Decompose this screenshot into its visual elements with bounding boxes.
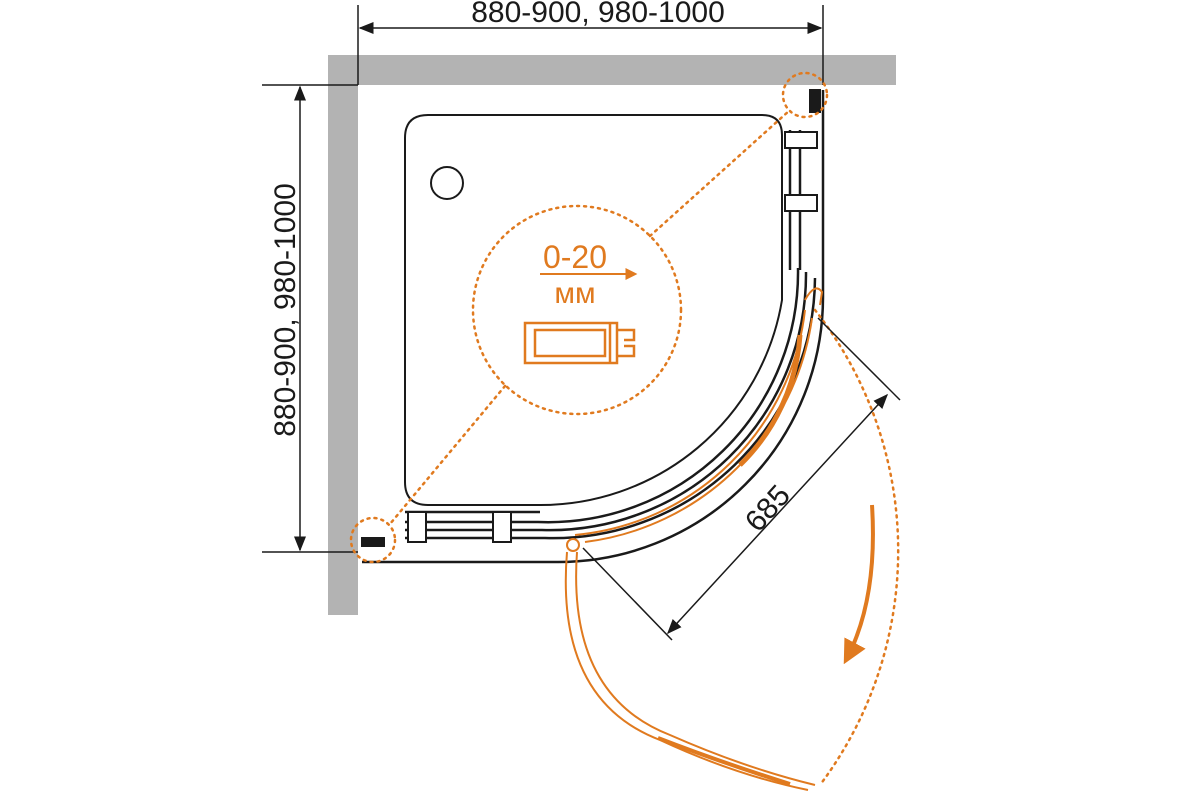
left-wall [328,55,358,615]
leader-top [648,108,792,238]
door-handle-strip [738,334,803,467]
arrow-down-icon [843,504,875,665]
shower-tray [404,114,783,507]
outer-profile [362,90,825,564]
width-dimension [357,5,824,85]
profile-clip [617,328,636,358]
door-open-inner [564,551,809,791]
glass-line-mid [405,271,808,532]
enclosure-frame [362,90,825,564]
profile-body-outer [523,321,619,365]
depth-dimension [262,84,358,553]
door-open [564,551,816,791]
walls [328,55,896,615]
hinge-point [566,538,580,552]
wall-profile-left [361,537,385,547]
opening-extension-bottom [582,547,673,641]
door-open-outer [575,551,816,786]
top-wall [328,55,896,85]
wall-profile-icon [523,321,636,365]
adjustment-callout [349,71,829,564]
door-end-cap [804,287,824,306]
detail-circle-top [781,71,829,119]
bracket-bottom-left [407,511,427,543]
opening-extension-top [817,317,901,401]
adjustment-range-label: 0-20 [543,239,607,275]
opening-label: 685 [739,479,797,538]
bracket-right-mid [784,194,818,212]
profile-body-inner [533,328,607,358]
wall-profile-top [809,89,821,113]
bracket-bottom-mid [492,511,512,543]
width-label: 880-900, 980-1000 [471,0,725,29]
detail-circle-left [349,516,397,564]
adjustment-unit-label: мм [554,277,595,310]
opening-dimension [582,317,901,641]
glass-line-inner [405,267,800,524]
swing-arc [813,308,900,787]
wall-brackets [361,89,821,547]
door-open-handle [657,736,791,786]
tray-outline [404,114,783,507]
depth-label: 880-900, 980-1000 [269,183,302,437]
callout-circle [471,204,683,416]
drain-icon [430,166,464,200]
leader-left [388,384,507,526]
opening-dimension-line [666,393,889,635]
bracket-right-top [784,131,818,149]
